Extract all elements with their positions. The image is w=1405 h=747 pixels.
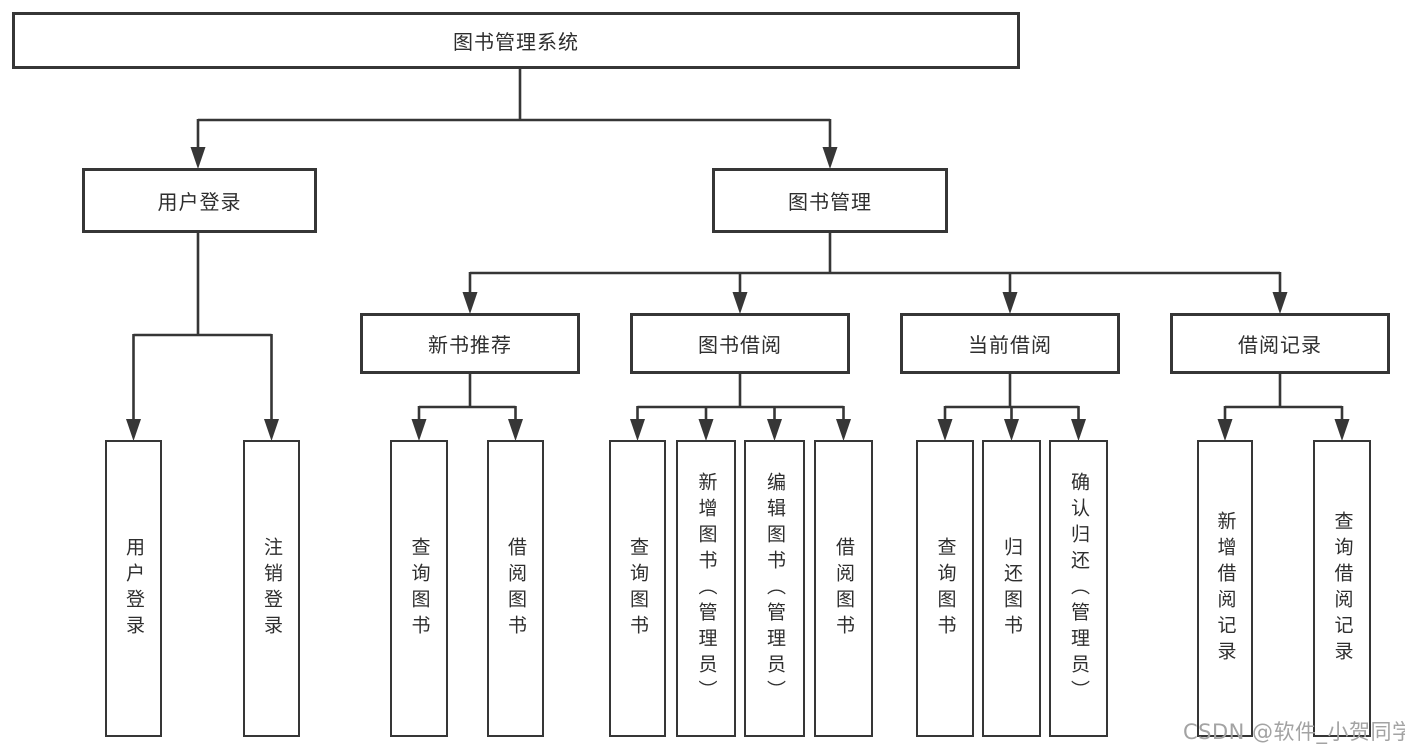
node-book-borrow: 图书借阅 (630, 313, 850, 374)
arrow-down-icon (1217, 419, 1233, 441)
arrow-down-icon (767, 419, 782, 441)
node-book-management: 图书管理 (712, 168, 948, 233)
leaf-query-books-current: 查询图书 (916, 440, 974, 737)
node-user-login: 用户登录 (82, 168, 317, 233)
arrow-down-icon (411, 419, 427, 441)
node-new-book-recommend: 新书推荐 (360, 313, 580, 374)
arrow-down-icon (732, 292, 748, 314)
leaf-query-borrow-record: 查询借阅记录 (1313, 440, 1371, 737)
arrow-down-icon (190, 147, 206, 169)
node-library-management-system: 图书管理系统 (12, 12, 1020, 69)
arrow-down-icon (937, 419, 953, 441)
leaf-add-borrow-record: 新增借阅记录 (1197, 440, 1253, 737)
leaf-add-books-admin: 新增图书（管理员） (676, 440, 736, 737)
leaf-edit-books-admin: 编辑图书（管理员） (744, 440, 805, 737)
arrow-down-icon (1272, 292, 1288, 314)
arrow-down-icon (698, 419, 714, 441)
leaf-user-login: 用户登录 (105, 440, 162, 737)
arrow-down-icon (126, 419, 141, 441)
arrow-down-icon (1071, 419, 1086, 441)
arrow-down-icon (462, 292, 478, 314)
watermark: CSDN @软件_小贺同学 (1183, 720, 1405, 744)
node-borrow-record: 借阅记录 (1170, 313, 1390, 374)
arrow-down-icon (508, 419, 523, 441)
leaf-query-books-recommend: 查询图书 (390, 440, 448, 737)
leaf-logout: 注销登录 (243, 440, 300, 737)
leaf-confirm-return-admin: 确认归还（管理员） (1049, 440, 1108, 737)
leaf-query-books-borrow: 查询图书 (609, 440, 666, 737)
arrow-down-icon (1334, 419, 1350, 441)
arrow-down-icon (264, 419, 279, 441)
leaf-borrow-books-recommend: 借阅图书 (487, 440, 544, 737)
arrow-down-icon (630, 419, 645, 441)
arrow-down-icon (1004, 419, 1019, 441)
arrow-down-icon (822, 147, 838, 169)
node-current-borrow: 当前借阅 (900, 313, 1120, 374)
arrow-down-icon (1002, 292, 1018, 314)
leaf-return-books: 归还图书 (982, 440, 1041, 737)
arrow-down-icon (836, 419, 851, 441)
leaf-borrow-books: 借阅图书 (814, 440, 873, 737)
